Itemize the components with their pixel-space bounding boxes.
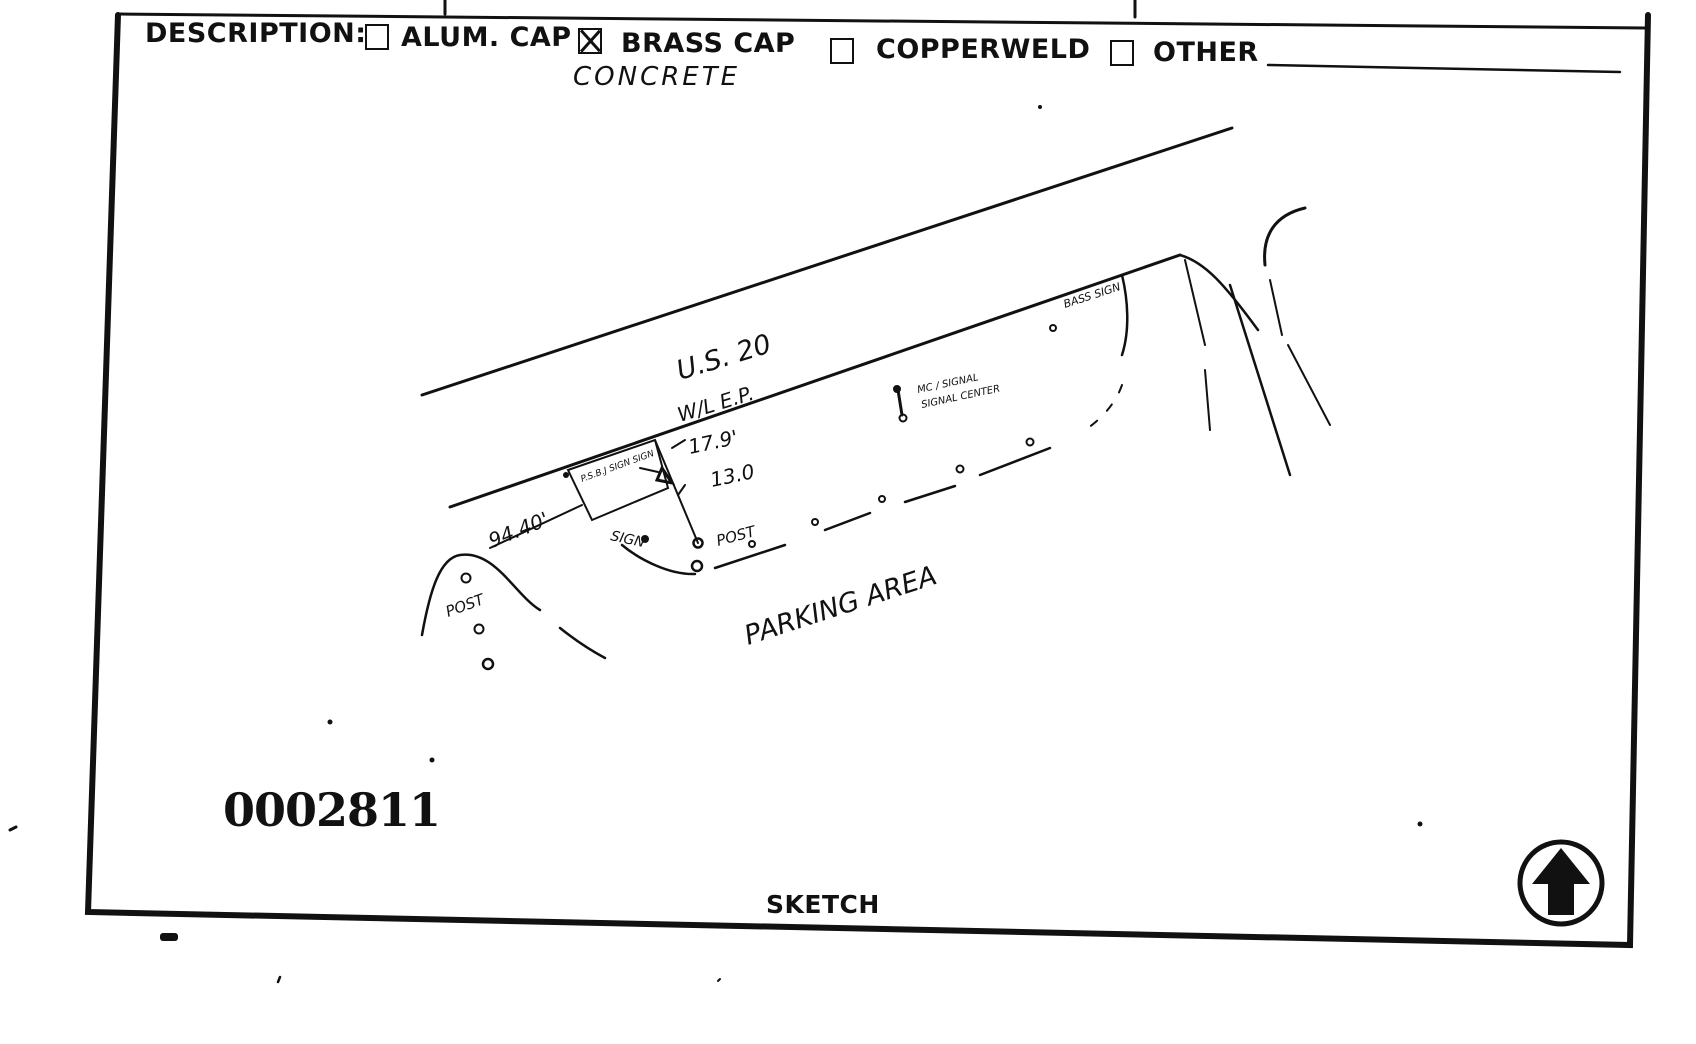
side-road-edge-2 [1228,283,1292,477]
option-label-other: OTHER [1153,37,1259,68]
point-box-corner [563,472,569,478]
speck-3 [1417,821,1423,827]
point-sign [641,535,649,543]
note-pole [896,388,904,417]
post-right-top [692,537,704,549]
parking-curb-right-dash [1084,384,1123,431]
distance-a-label: 17.9' [686,425,740,459]
speck-5 [160,933,178,941]
sign-box-note: P.S.B.J SIGN SIGN [580,449,656,485]
speck-6 [8,825,18,832]
speck-4 [1038,105,1042,109]
option-label-copperweld: COPPERWELD [876,34,1091,65]
distance-c-label: 94.40' [485,507,552,553]
checkbox-other[interactable] [1110,40,1134,66]
tie-line-94 [489,504,583,549]
post-right-bottom [690,559,704,573]
monument-arrow [639,467,659,473]
document-number: 0002811 [223,783,441,837]
sign-curb [620,543,697,576]
side-road-return [1263,206,1307,267]
other-underline [1266,63,1622,74]
speck-7 [276,975,282,984]
monument-triangle [654,464,676,486]
sign-box [566,438,670,522]
checkbox-alum-cap[interactable] [365,24,389,50]
note-pole-bottom [898,413,908,423]
parking-row-line [713,446,1052,570]
parking-curb-right [1120,273,1129,357]
road-corner-curve [1178,253,1260,332]
speck-1 [327,719,333,725]
form-border [84,12,1651,949]
parking-label: PARKING AREA [741,560,941,651]
distance-b-label: 13.0 [708,459,757,492]
parking-post-3 [878,495,886,503]
top-rule [118,12,1647,30]
checkbox-brass-cap[interactable] [578,28,602,54]
description-label: DESCRIPTION: [145,18,367,49]
note-pole-top [893,385,901,393]
option-label-alum-cap: ALUM. CAP [401,22,572,53]
parking-post-2 [811,518,819,526]
post-label-right: POST [714,522,759,550]
parking-post-4 [955,464,965,474]
post-label-left: POST [443,590,488,621]
checkbox-copperweld[interactable] [830,38,854,64]
side-road-edge-1 [1184,259,1211,431]
parking-post-5 [1025,437,1035,447]
speck-2 [429,757,435,763]
road-south-edge [448,253,1182,509]
speck-8 [717,978,721,982]
left-island [420,553,607,660]
point-corner-note [1049,324,1057,332]
edge-label: W/L E.P. [674,381,756,427]
dim-arrow-b [677,484,686,496]
option-label-brass-cap: BRASS CAP [621,28,796,59]
road-north-edge [420,126,1234,397]
side-road-edge-3 [1269,279,1331,426]
sketch-section-label: SKETCH [766,890,880,919]
tie-line-monument [654,439,699,544]
parking-post-1 [748,540,756,548]
description-handwritten: CONCRETE [573,62,741,92]
road-label: U.S. 20 [673,329,775,387]
sign-label: SIGN [609,528,646,551]
dim-arrow-a [671,439,686,449]
north-arrow-icon [1517,839,1605,927]
post-left-1 [460,572,472,584]
post-left-2 [473,623,485,635]
post-left-3 [481,657,495,671]
